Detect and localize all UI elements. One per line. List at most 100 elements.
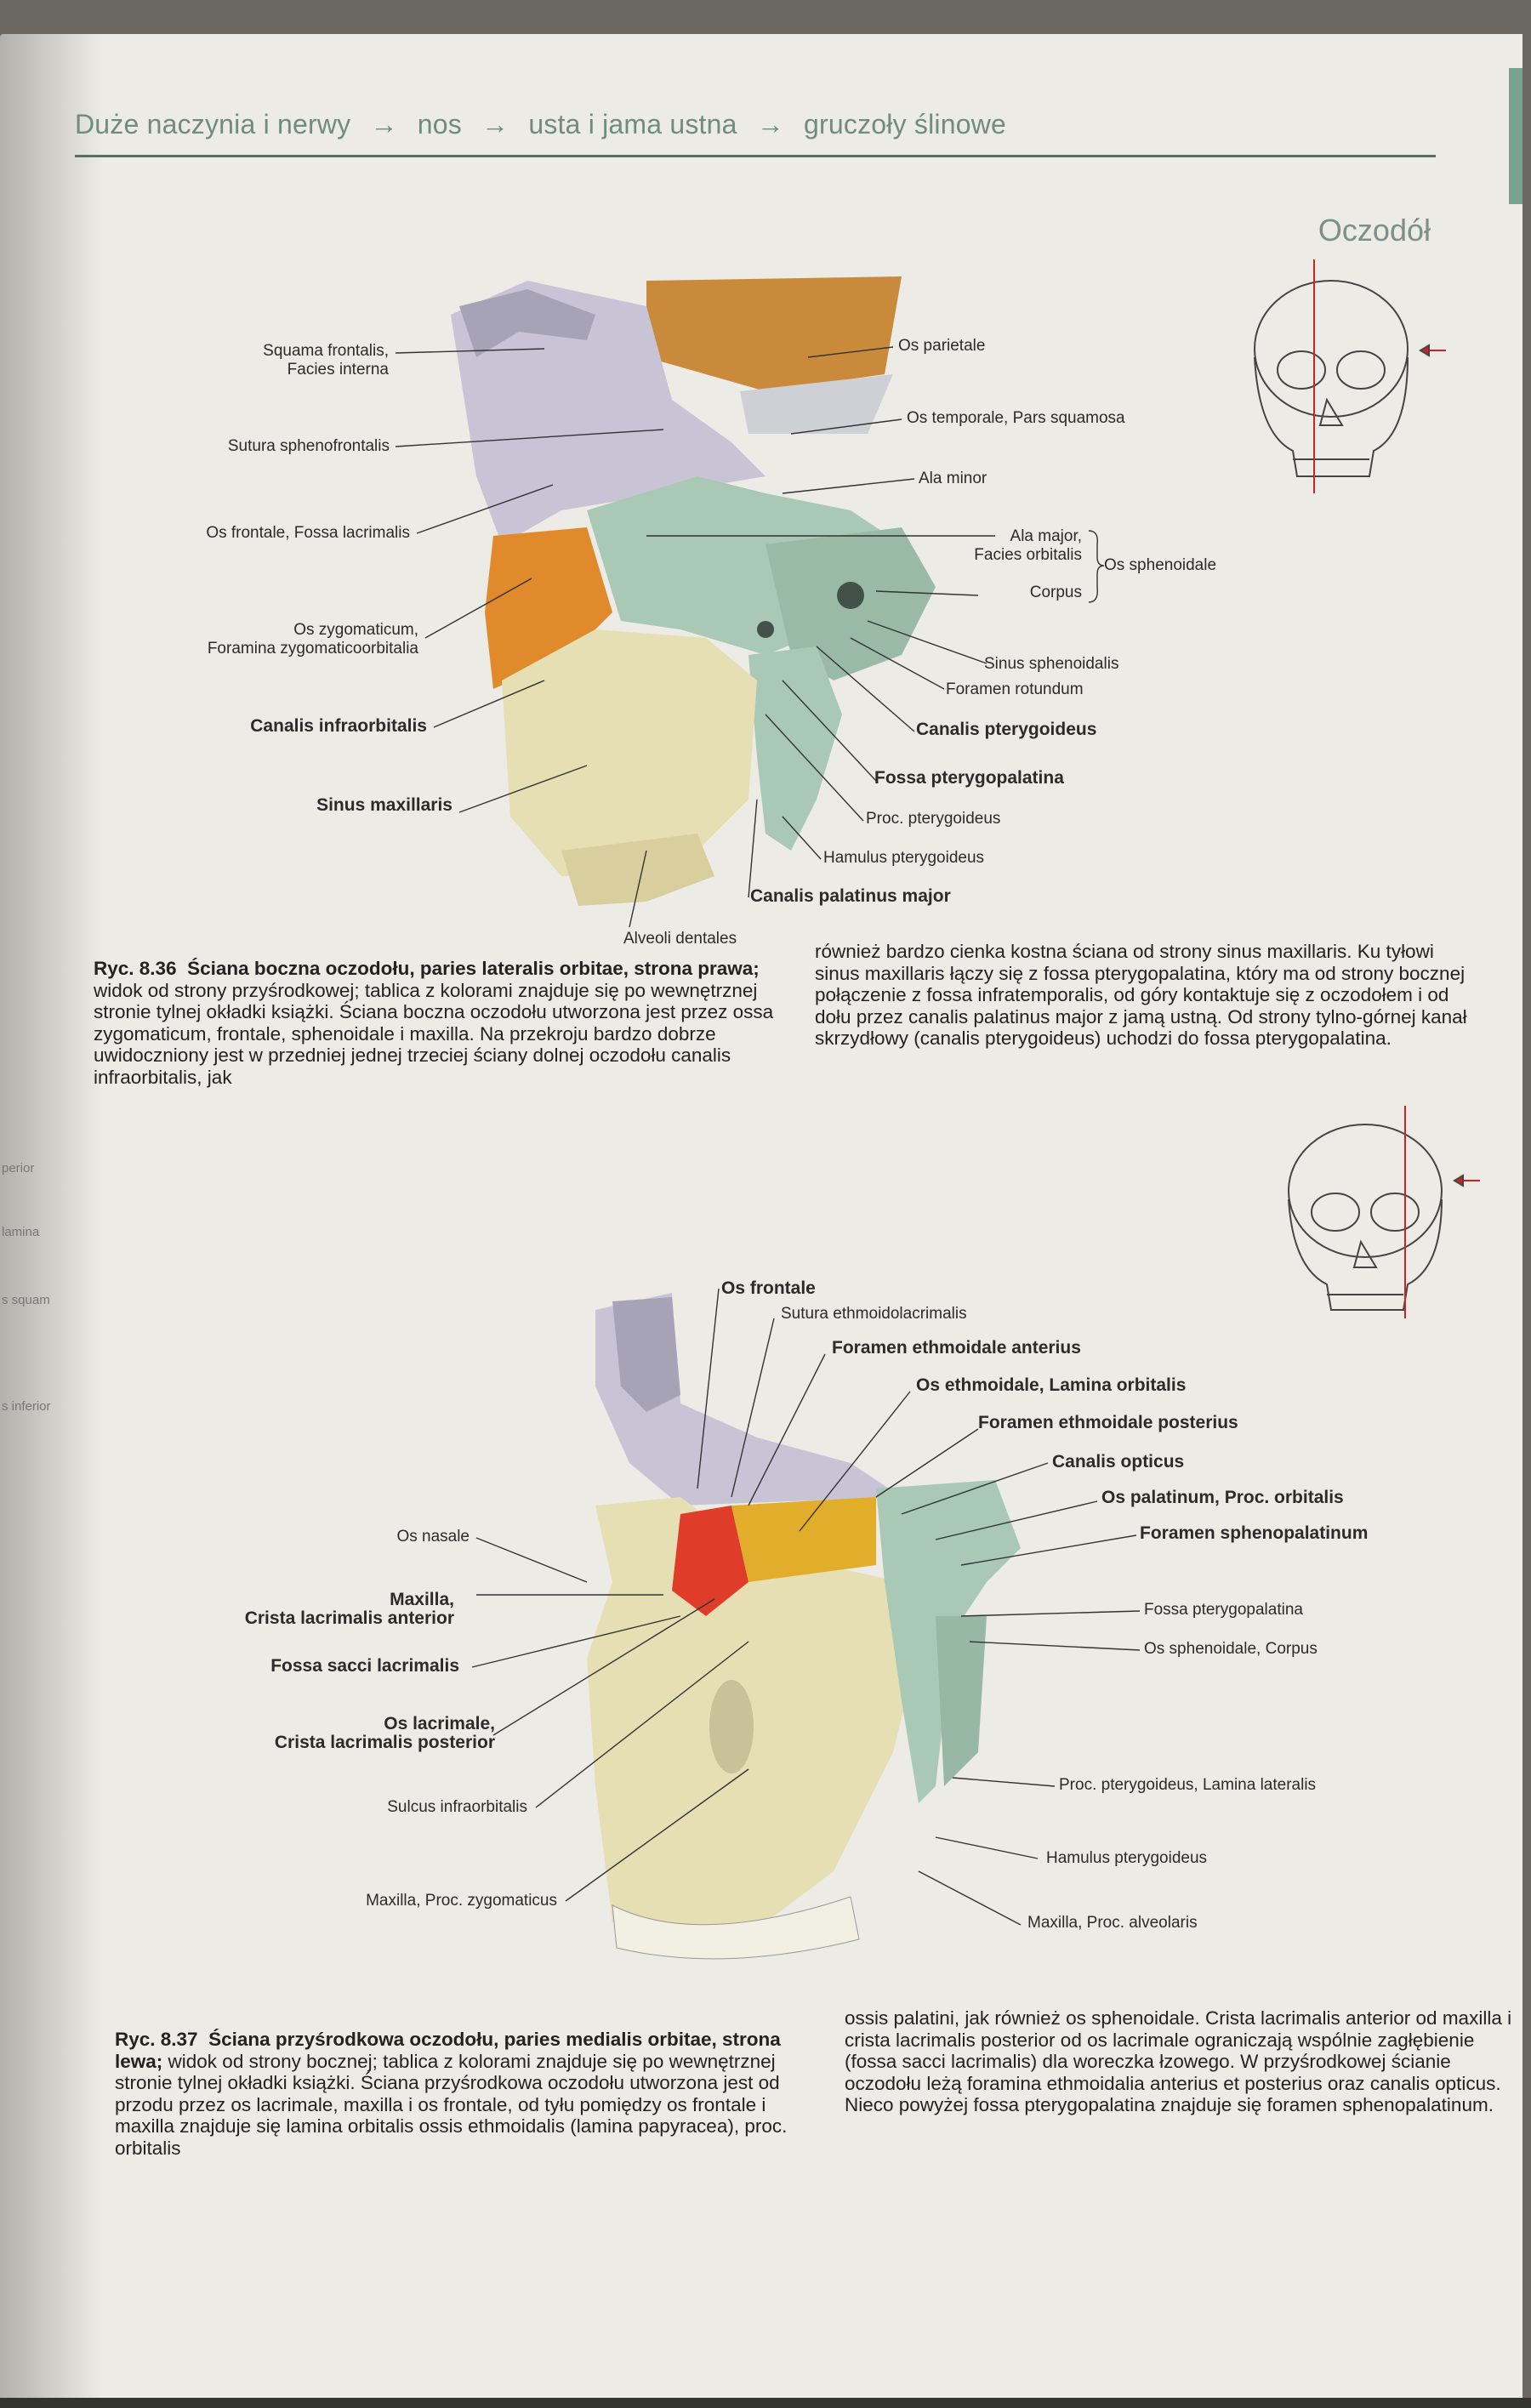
pterygoid-plate [936,1616,987,1786]
ethmoid-lamina-orbitalis [731,1497,876,1582]
section-title: Oczodół [1318,213,1431,248]
label-os-ethmoidale: Os ethmoidale, Lamina orbitalis [916,1375,1187,1395]
label-os-nasale: Os nasale [396,1528,470,1546]
label-proc-pterygoideus: Proc. pterygoideus [866,810,1001,828]
skull-orientation-icon-2 [1288,1106,1480,1318]
breadcrumb-arrow: → [756,109,784,139]
margin-fragment: perior [2,1161,35,1176]
label-os-sphenoidale: Os sphenoidale [1104,556,1217,574]
label-squama-frontalis: Squama frontalis, Facies interna [208,342,389,379]
sphenoidal-sinus-opening [837,582,864,609]
label-ala-major: Ala major, Facies orbitalis [893,527,1082,565]
figure-8-37-illustration [471,1106,1480,1960]
parietal-bone [646,276,902,391]
caption-text: widok od strony przyśrodkowej; tablica z… [94,979,774,1088]
label-sulcus-infraorbitalis: Sulcus infraorbitalis [387,1798,527,1816]
label-line: Os zygomaticum, [293,621,418,639]
label-sinus-sphenoidalis: Sinus sphenoidalis [984,655,1119,673]
label-line: Facies orbitalis [974,546,1082,564]
label-os-frontale-2: Os frontale [721,1278,816,1298]
label-maxilla-crista-anterior: Maxilla, Crista lacrimalis anterior [196,1591,454,1628]
label-os-sphenoidale-corpus: Os sphenoidale, Corpus [1144,1640,1318,1658]
label-maxilla-proc-alveolaris: Maxilla, Proc. alveolaris [1027,1914,1198,1932]
label-hamulus-pterygoideus: Hamulus pterygoideus [823,849,985,867]
label-sutura-ethmoidolacrimalis: Sutura ethmoidolacrimalis [781,1305,967,1323]
label-canalis-opticus: Canalis opticus [1052,1452,1185,1472]
frontal-inner-table [459,289,595,357]
label-corpus: Corpus [1029,583,1082,601]
caption-fig-8-36-col1: Ryc. 8.36 Ściana boczna oczodołu, paries… [94,958,774,1088]
label-foramen-ethmoidale-anterius: Foramen ethmoidale anterius [832,1338,1081,1358]
frontal-bone [451,281,766,544]
label-os-lacrimale: Os lacrimale, Crista lacrimalis posterio… [196,1715,495,1752]
label-line: Foramina zygomaticoorbitalia [207,640,418,658]
label-foramen-rotundum: Foramen rotundum [946,680,1084,698]
breadcrumb-item: nos [417,109,462,139]
label-foramen-ethmoidale-posterius: Foramen ethmoidale posterius [978,1413,1238,1432]
margin-fragment: lamina [2,1225,40,1239]
label-fossa-pterygopalatina: Fossa pterygopalatina [874,768,1064,788]
margin-fragment: s inferior [2,1399,51,1414]
label-canalis-palatinus-major: Canalis palatinus major [750,886,951,906]
label-foramen-sphenopalatinum: Foramen sphenopalatinum [1140,1523,1369,1543]
header-rule [75,155,1436,157]
label-line: Maxilla, [390,1590,454,1609]
skull-orientation-icon [1254,259,1446,493]
book-page: Duże naczynia i nerwy → nos → usta i jam… [0,34,1522,2399]
breadcrumb-item: gruczoły ślinowe [804,109,1006,139]
label-canalis-pterygoideus: Canalis pterygoideus [916,720,1097,739]
pterygoid-process [748,646,842,851]
label-fossa-pterygopalatina-2: Fossa pterygopalatina [1144,1601,1303,1619]
label-sinus-maxillaris: Sinus maxillaris [316,795,452,815]
infraorbital-groove [709,1680,754,1773]
lateral-orbital-wall-drawing [451,276,936,906]
label-canalis-infraorbitalis: Canalis infraorbitalis [250,716,427,736]
label-proc-pterygoideus-lamina: Proc. pterygoideus, Lamina lateralis [1059,1776,1317,1794]
margin-fragment: s squam [2,1293,50,1307]
page-header-breadcrumb: Duże naczynia i nerwy → nos → usta i jam… [75,109,1018,140]
zygomatic-bone [485,527,612,689]
label-os-zygomaticum: Os zygomaticum, Foramina zygomaticoorbit… [153,621,418,658]
label-alveoli-dentales: Alveoli dentales [623,930,737,948]
breadcrumb-item: Duże naczynia i nerwy [75,109,351,139]
breadcrumb-arrow: → [370,109,398,139]
label-os-palatinum: Os palatinum, Proc. orbitalis [1101,1488,1344,1507]
label-ala-minor: Ala minor [919,470,987,487]
label-os-frontale-fossa-lacrimalis: Os frontale, Fossa lacrimalis [206,524,410,542]
teeth-row [612,1896,860,1960]
label-fossa-sacci-lacrimalis: Fossa sacci lacrimalis [270,1656,459,1676]
caption-fig-8-36-col2: również bardzo cienka kostna ściana od s… [815,941,1467,1049]
breadcrumb-item: usta i jama ustna [528,109,737,139]
temporal-squama [740,374,893,434]
caption-fig-8-37-col1: Ryc. 8.37 Ściana przyśrodkowa oczodołu, … [115,2029,812,2159]
caption-title: Ściana boczna oczodołu, paries lateralis… [187,958,760,979]
medial-orbital-wall-drawing [587,1293,1021,1960]
label-line: Ala major, [1010,527,1082,545]
frontal-section [612,1297,680,1412]
leader-lines-fig2 [471,1288,1141,1926]
page-bottom-edge [0,2398,1531,2408]
lacrimal-bone [672,1506,748,1616]
caption-text: widok od strony bocznej; tablica z kolor… [115,2050,788,2159]
leader-lines-fig1 [395,346,1105,928]
caption-number: Ryc. 8.36 [94,958,177,979]
page-gutter-shadow [0,34,102,2399]
label-line: Crista lacrimalis anterior [244,1608,454,1628]
label-line: Crista lacrimalis posterior [274,1733,495,1752]
label-os-temporale: Os temporale, Pars squamosa [907,409,1125,427]
label-hamulus-pterygoideus-2: Hamulus pterygoideus [1046,1849,1208,1867]
label-line: Squama frontalis, [263,342,389,360]
caption-title: Ściana przyśrodkowa oczodołu, paries med… [115,2029,781,2072]
breadcrumb-arrow: → [481,109,509,139]
label-line: Facies interna [287,361,389,379]
caption-fig-8-37-col2: ossis palatini, jak również os sphenoida… [845,2007,1512,2115]
label-os-parietale: Os parietale [898,337,986,355]
figure-8-36-illustration [395,259,1446,928]
alveolar-process [561,834,714,906]
chapter-tab [1509,68,1522,204]
maxilla-sinus [502,629,757,876]
label-sutura-sphenofrontalis: Sutura sphenofrontalis [227,437,390,455]
caption-number: Ryc. 8.37 [115,2029,198,2050]
label-line: Os lacrimale, [384,1714,495,1733]
label-maxilla-proc-zygomaticus: Maxilla, Proc. zygomaticus [366,1892,557,1910]
